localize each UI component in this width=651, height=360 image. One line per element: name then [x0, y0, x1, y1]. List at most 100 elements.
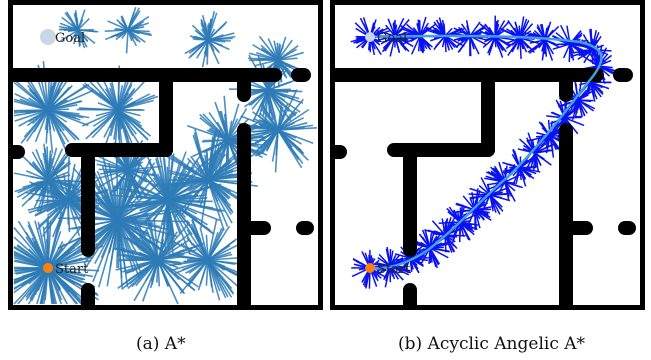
search-branch — [141, 238, 159, 261]
search-branch — [63, 173, 69, 201]
search-branch — [544, 21, 552, 41]
panel-a-map: Goal Start — [8, 0, 323, 310]
search-branch — [14, 259, 49, 269]
search-branch — [227, 120, 233, 141]
search-branch — [108, 219, 119, 254]
search-branch — [535, 135, 551, 138]
search-branch — [267, 89, 274, 121]
search-branch — [115, 160, 129, 171]
search-branch — [267, 38, 279, 61]
search-branch — [254, 59, 279, 67]
search-branch — [577, 99, 596, 110]
search-branch — [552, 43, 571, 50]
search-branch — [277, 122, 308, 131]
search-branch — [252, 43, 279, 61]
search-branch — [47, 109, 70, 143]
start-marker — [43, 263, 53, 273]
search-branch — [382, 35, 396, 49]
search-branch — [107, 20, 129, 31]
search-branch — [519, 19, 530, 39]
search-branch — [47, 109, 56, 132]
search-branch — [225, 139, 229, 159]
goal-label: Goal — [377, 31, 407, 46]
search-branch — [444, 35, 456, 48]
search-branch — [205, 259, 209, 286]
search-branch — [277, 59, 292, 69]
search-branch — [494, 21, 510, 38]
search-branch — [106, 219, 119, 287]
search-branch — [117, 213, 150, 221]
search-branch — [267, 89, 285, 120]
search-branch — [166, 179, 209, 193]
search-branch — [117, 219, 149, 235]
search-branch — [127, 165, 163, 171]
search-branch — [452, 221, 461, 243]
search-branch — [419, 16, 427, 37]
search-branch — [589, 81, 598, 100]
search-branch — [199, 259, 209, 285]
search-branch — [103, 109, 119, 138]
search-branch — [207, 219, 218, 261]
search-branch — [28, 109, 49, 123]
search-branch — [113, 169, 129, 194]
search-branch — [216, 139, 229, 174]
search-branch — [460, 23, 471, 37]
search-branch — [489, 191, 503, 196]
search-branch — [77, 17, 90, 31]
search-branch — [446, 207, 461, 223]
search-branch — [271, 129, 279, 162]
search-branch — [274, 129, 279, 173]
search-branch — [277, 39, 293, 61]
search-branch — [277, 111, 297, 131]
search-branch — [429, 247, 440, 266]
search-branch — [207, 39, 224, 47]
search-branch — [181, 179, 209, 215]
search-branch — [458, 35, 471, 52]
search-branch — [207, 128, 218, 181]
search-branch — [127, 169, 149, 172]
search-branch — [90, 109, 119, 135]
search-branch — [519, 37, 522, 59]
search-branch — [112, 199, 169, 216]
search-branch — [115, 174, 169, 201]
search-branch — [184, 39, 209, 55]
search-branch — [277, 51, 304, 61]
search-branch — [389, 250, 394, 267]
search-branch — [120, 247, 159, 261]
search-branch — [47, 109, 54, 154]
search-branch — [207, 259, 236, 265]
search-branch — [591, 44, 604, 51]
search-branch — [157, 227, 172, 261]
search-branch — [157, 259, 183, 264]
search-branch — [157, 241, 177, 261]
search-branch — [265, 129, 279, 152]
search-branch — [117, 219, 161, 228]
search-branch — [47, 98, 67, 111]
start-label: Start — [55, 262, 89, 277]
search-branch — [47, 148, 64, 181]
search-branch — [128, 199, 169, 236]
search-branch — [117, 109, 120, 140]
search-branch — [60, 29, 79, 42]
search-branch — [534, 152, 545, 160]
search-branch — [571, 99, 579, 113]
search-branch — [127, 259, 159, 281]
solution-path — [369, 34, 603, 270]
search-branch — [38, 199, 69, 227]
search-branch — [277, 59, 288, 79]
search-branch — [482, 194, 491, 210]
search-branch — [153, 218, 159, 261]
search-branch — [45, 109, 49, 144]
search-branch — [444, 218, 449, 236]
search-branch — [133, 217, 159, 261]
search-branch — [47, 267, 100, 272]
search-branch — [191, 218, 209, 261]
search-branch — [209, 139, 229, 180]
search-branch — [277, 45, 299, 61]
search-branch — [517, 37, 521, 50]
search-branch — [504, 181, 516, 192]
search-branch — [494, 23, 500, 38]
search-branch — [188, 259, 209, 274]
search-branch — [207, 259, 213, 288]
search-branch — [157, 239, 191, 261]
